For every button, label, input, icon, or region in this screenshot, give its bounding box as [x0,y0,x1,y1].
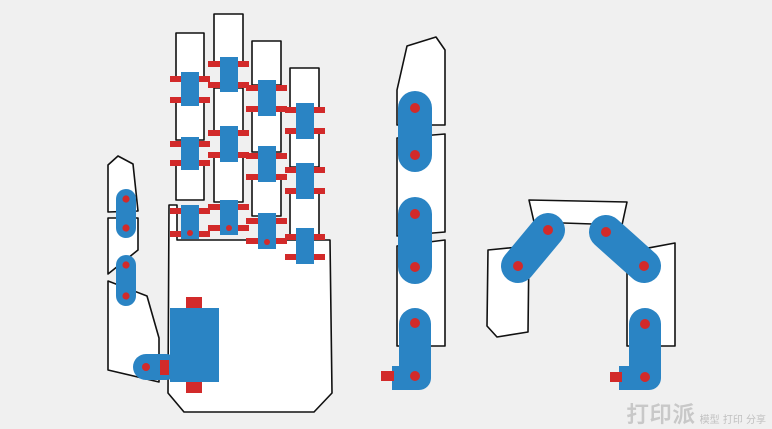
red-pin [640,372,650,382]
red-pin [410,318,420,328]
blue-joint-link [296,228,314,264]
red-pin [410,103,420,113]
red-pin [122,292,130,300]
middle-finger-segment [213,87,244,133]
watermark-logo: 打印派 [626,403,696,428]
blue-joint-link [220,126,238,162]
blue-servo-block [170,308,219,382]
blue-joint-link [181,137,199,170]
red-pin [513,261,523,271]
red-pin-bar [186,297,202,309]
index-finger-segment [175,32,205,79]
blue-joint-link [589,215,661,283]
red-pin [410,209,420,219]
red-pin-bar [160,360,169,375]
blue-joint-link [181,72,199,106]
red-pin [226,225,232,231]
middle-finger-segment [213,13,244,65]
watermark: 打印派 模型 打印 分享 [627,405,766,427]
red-pin [122,195,130,203]
red-pin [410,262,420,272]
red-pin [410,150,420,160]
blue-joint-link [296,103,314,139]
red-pin [543,225,553,235]
blue-joint-link [181,205,199,239]
ring-finger-segment [251,40,282,86]
blue-joint-link [258,146,276,182]
palm-servo [170,297,219,393]
red-pin [142,363,150,371]
red-pin-bar [381,371,394,381]
blue-joint-link [220,200,238,235]
finger-joints [170,57,325,264]
red-pin [640,319,650,329]
red-pin [187,230,193,236]
red-pin [122,224,130,232]
ring-finger-segment [251,175,282,217]
blue-servo-horn [619,308,661,390]
gripper-assembly [486,199,676,390]
blue-joint-link [220,57,238,92]
finger-side-view [381,36,446,390]
watermark-text: 模型 打印 分享 [699,415,766,426]
hand-assembly [107,13,333,413]
red-pin [601,227,611,237]
red-pin-bar [610,372,622,382]
pinky-finger-segment [289,67,320,109]
red-pin-bar [186,381,202,393]
red-pin [410,371,420,381]
blue-servo-horn [392,308,431,390]
blue-joint-link [501,213,565,283]
blue-joint-link [258,80,276,116]
red-pin [264,239,270,245]
red-pin [639,261,649,271]
blue-joint-link [296,163,314,199]
middle-finger-segment [213,156,244,203]
red-pin [122,261,130,269]
blue-joint-link [258,213,276,249]
thumb-joints [116,189,179,380]
